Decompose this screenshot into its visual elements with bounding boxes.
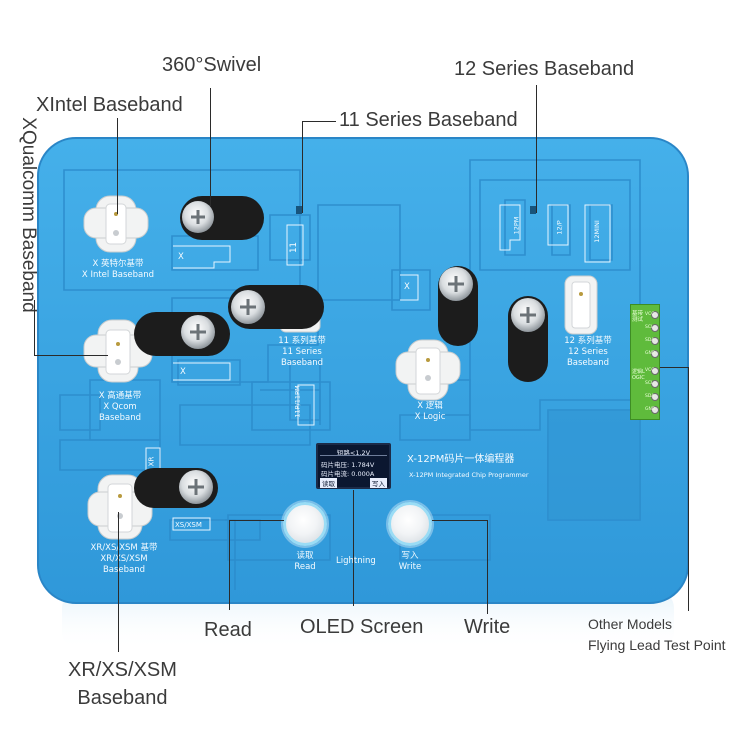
read-button[interactable] (283, 502, 327, 546)
flying-lead-pin-label: SDA (645, 338, 655, 343)
swivel-arm-5 (508, 296, 548, 382)
flying-lead-pin-label: GND (645, 407, 656, 412)
oled-current: 码片电流: 0.000A (321, 470, 375, 478)
leader-360-swivel-h (210, 88, 211, 206)
callout-12-series: 12 Series Baseband (454, 58, 635, 80)
leader-oled-v (353, 490, 354, 606)
swivel-arm-6 (134, 468, 218, 508)
callout-11-series: 11 Series Baseband (339, 109, 518, 131)
label-x-top: X (178, 252, 184, 262)
leader-read-h (229, 520, 284, 521)
callout-write: Write (464, 616, 511, 638)
product-title: X-12PM码片一体编程器 (407, 454, 515, 465)
leader-11-series-h (302, 121, 336, 122)
label-12mini-slot: 12MINI (592, 220, 601, 243)
oled-voltage: 码片电压: 1.784V (321, 461, 375, 469)
leader-write-h (432, 520, 488, 521)
leader-12-series-v (536, 85, 537, 213)
label-12p-slot: 12/P (555, 220, 564, 235)
lightning-label: Lightning (336, 556, 376, 566)
write-button[interactable] (388, 502, 432, 546)
flying-lead-pin-label: GND (645, 351, 656, 356)
callout-xr-xs-xsm: XR/XS/XSM Baseband (68, 659, 177, 709)
flying-lead-pin-label: VCC (645, 368, 655, 373)
flying-lead-pin-label: SCL (645, 381, 654, 386)
flying-lead-pin-label: VCC (645, 312, 655, 317)
flying-lead-pin (651, 324, 659, 332)
flying-lead-pin (651, 393, 659, 401)
label-x-small-2: X (404, 282, 410, 292)
callout-360-swivel: 360°Swivel (162, 54, 262, 76)
flying-lead-bottom-header: 逻辑LOGIC (632, 369, 645, 381)
product-subtitle: X-12PM Integrated Chip Programmer (409, 471, 529, 479)
swivel-arm-4 (438, 266, 478, 346)
flying-lead-pin-label: SCL (645, 325, 654, 330)
flying-lead-pin (651, 311, 659, 319)
callout-xqualcomm: XQualcomm Baseband (18, 117, 39, 313)
leader-xintel-v (117, 118, 118, 214)
flying-lead-pin (651, 406, 659, 414)
flying-lead-pin (651, 350, 659, 358)
leader-other-models-v (688, 367, 689, 611)
swivel-arm-2 (228, 285, 324, 329)
leader-xqualcomm-v (34, 300, 35, 356)
clamp-xr-xs-xsm (87, 474, 153, 540)
oled-soft-key-left: 读取 (320, 478, 337, 488)
swivel-arm-3 (134, 312, 230, 356)
oled-soft-key-right: 写入 (370, 478, 387, 488)
swivel-arm-1 (180, 196, 264, 240)
leader-xqualcomm-h (34, 355, 108, 356)
label-x-small-1: X (180, 367, 186, 377)
callout-xintel: XIntel Baseband (36, 94, 183, 116)
clamp-twelve-series (564, 275, 598, 335)
clamp-x-logic (395, 339, 461, 401)
flying-lead-pin (651, 380, 659, 388)
leader-read-v (229, 520, 230, 610)
board-reflection (62, 590, 674, 650)
label-eleven-pm-slot: 11P/11PM (293, 385, 302, 418)
flying-lead-pin (651, 367, 659, 375)
clamp-x-intel (83, 195, 149, 253)
flying-lead-top-header: 基带测试 (632, 311, 644, 323)
label-xr-vertical: XR (147, 456, 156, 467)
oled-title: 短路<1.2V (336, 449, 371, 457)
label-xs-xsm-slot: XS/XSM (175, 521, 202, 529)
oled-screen: 短路<1.2V 码片电压: 1.784V 码片电流: 0.000A 读取 写入 (316, 443, 391, 489)
flying-lead-pin (651, 337, 659, 345)
callout-read: Read (204, 619, 252, 641)
flying-lead-connector: 基带测试 逻辑LOGIC VCC SCL SDA GND VCC SCL SDA GND (630, 304, 660, 420)
label-eleven-vertical: 11 (288, 242, 299, 253)
label-12pm-slot: 12PM (512, 216, 521, 235)
flying-lead-pin-label: SDA (645, 394, 655, 399)
callout-other-models: Other Models Flying Lead Test Point (588, 616, 726, 653)
leader-write-v (487, 520, 488, 614)
callout-oled-screen: OLED Screen (300, 616, 424, 638)
leader-other-models-h (660, 367, 688, 368)
leader-11-series-v (302, 121, 303, 213)
clamp-x-qcom (83, 319, 153, 383)
leader-xr-v (118, 512, 119, 652)
